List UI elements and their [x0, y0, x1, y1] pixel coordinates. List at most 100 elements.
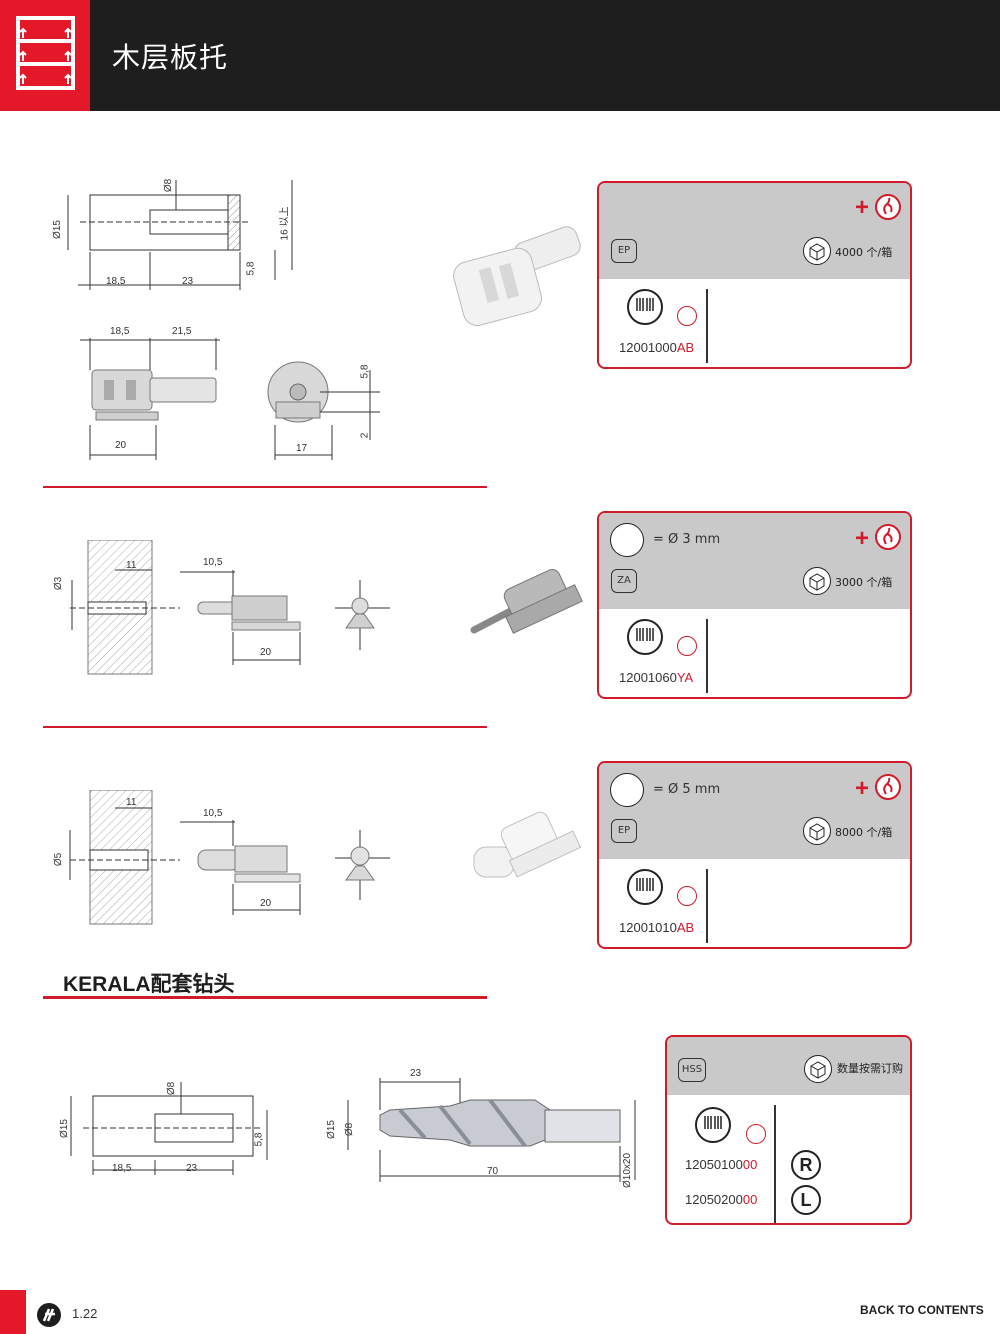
product-card-2: = Ø 3 mm + ZA 3000 个/箱 12001060YA: [597, 511, 912, 699]
dim-w1: 18,5: [110, 326, 130, 337]
divider: [774, 1105, 776, 1223]
dim-w2: 23: [182, 276, 194, 287]
dim-d8: Ø8: [344, 1122, 356, 1137]
card-header: [599, 763, 910, 859]
dim-w1: 11: [126, 797, 137, 808]
material-pill: EP: [611, 819, 637, 843]
qty-text: 数量按需订购: [837, 1062, 903, 1075]
dim-total: 70: [487, 1166, 499, 1177]
dim-w4: 17: [296, 443, 308, 454]
product-image-3: [473, 811, 582, 878]
technical-drawing-drill-hole: [70, 1082, 268, 1175]
qty-text: 4000 个/箱: [835, 246, 893, 259]
card-header: [599, 183, 910, 279]
divider: [706, 289, 708, 363]
separator: [43, 486, 487, 488]
dim-d15: Ø15: [58, 1119, 70, 1138]
card-header: [667, 1037, 910, 1095]
dim-d8: Ø8: [166, 1081, 178, 1096]
brand-logo: [37, 1303, 61, 1327]
hand-icon: [875, 774, 901, 800]
drill-section-title: KERALA配套钻头: [63, 973, 235, 996]
divider: [706, 619, 708, 693]
drill-size: = Ø 3 mm: [653, 532, 721, 547]
product-code: 1205020000: [685, 1192, 758, 1207]
dim-w2: 10,5: [203, 808, 223, 819]
technical-drawing-hole-2: [70, 540, 390, 675]
plus-icon: +: [855, 525, 870, 552]
left-hand-badge: L: [791, 1185, 821, 1215]
drill-size: = Ø 5 mm: [653, 782, 721, 797]
barcode-icon: [627, 619, 663, 655]
barcode-icon: [695, 1107, 731, 1143]
hand-icon: [677, 886, 697, 906]
drill-bit-icon: [610, 523, 644, 557]
dim-w3: 20: [260, 647, 272, 658]
product-card-3: = Ø 5 mm + EP 8000 个/箱 12001010AB: [597, 761, 912, 949]
dim-shank: Ø10x20: [622, 1152, 634, 1189]
hand-icon: [677, 636, 697, 656]
plus-icon: +: [855, 775, 870, 802]
barcode-icon: [627, 869, 663, 905]
page-number: 1.22: [72, 1306, 98, 1321]
drill-bit-drawing: [347, 1078, 636, 1182]
dim-d8: Ø8: [163, 178, 175, 193]
dim-w3: 20: [115, 440, 127, 451]
dim-w2: 23: [186, 1163, 198, 1174]
dim-w1: 18,5: [112, 1163, 132, 1174]
drill-product-card: HSS 数量按需订购 1205010000 R 1205020000 L: [665, 1035, 912, 1225]
separator: [43, 996, 487, 999]
box-icon: [803, 817, 831, 845]
divider: [706, 869, 708, 943]
footer-accent: [0, 1290, 26, 1334]
product-code: 12001000AB: [619, 340, 695, 355]
dim-w1: 11: [126, 560, 137, 571]
separator: [43, 726, 487, 728]
dim-w1: 18,5: [106, 276, 126, 287]
product-code: 1205010000: [685, 1157, 758, 1172]
material-pill: HSS: [678, 1058, 706, 1082]
category-logo: [0, 0, 90, 111]
plus-icon: +: [855, 194, 870, 221]
material-pill: EP: [611, 239, 637, 263]
back-to-contents-link[interactable]: BACK TO CONTENTS: [860, 1303, 984, 1317]
hand-icon: [746, 1124, 766, 1144]
box-icon: [803, 567, 831, 595]
right-hand-badge: R: [791, 1150, 821, 1180]
drill-bit-icon: [610, 773, 644, 807]
qty-text: 3000 个/箱: [835, 576, 893, 589]
product-image-2: [470, 569, 583, 634]
dim-len: 23: [410, 1068, 422, 1079]
dim-h1: 5,8: [359, 364, 371, 379]
dim-depth: 16 以上: [279, 206, 291, 241]
dim-w2: 10,5: [203, 557, 223, 568]
page-header: 木层板托: [0, 0, 1000, 111]
shelf-icon: [16, 16, 75, 90]
hand-icon: [875, 524, 901, 550]
card-header: [599, 513, 910, 609]
material-pill: ZA: [611, 569, 637, 593]
dim-h: 5,8: [245, 261, 257, 276]
product-code: 12001010AB: [619, 920, 695, 935]
technical-drawing-support-1: [80, 338, 380, 460]
dim-h: 5,8: [253, 1132, 265, 1147]
product-card-1: + EP 4000 个/箱 12001000AB: [597, 181, 912, 369]
hand-icon: [677, 306, 697, 326]
technical-drawing-hole-3: [69, 790, 390, 925]
dim-w2: 21,5: [172, 326, 192, 337]
dim-d: Ø5: [53, 852, 65, 867]
dim-d: Ø3: [53, 576, 65, 591]
hand-icon: [875, 194, 901, 220]
page-title: 木层板托: [112, 41, 229, 74]
qty-text: 8000 个/箱: [835, 826, 893, 839]
product-code: 12001060YA: [619, 670, 694, 685]
dim-d15: Ø15: [51, 220, 63, 239]
dim-w3: 20: [260, 898, 272, 909]
dim-h2: 2: [359, 432, 371, 439]
barcode-icon: [627, 289, 663, 325]
box-icon: [804, 1055, 832, 1083]
product-image-1: [453, 226, 581, 326]
box-icon: [803, 237, 831, 265]
dim-d15: Ø15: [325, 1120, 337, 1139]
technical-drawing-hole-1: [67, 180, 293, 290]
